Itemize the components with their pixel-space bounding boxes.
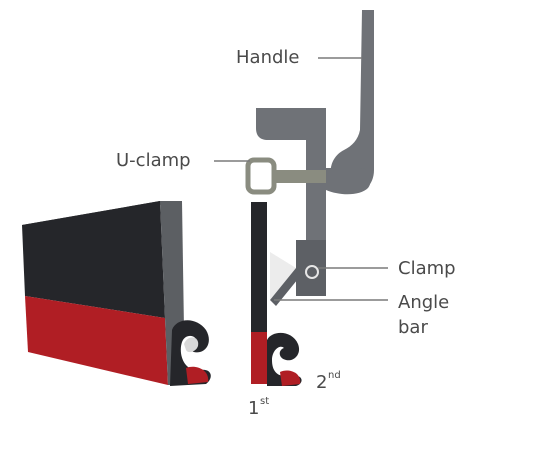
rubber-section-lip-red	[280, 370, 301, 386]
rubber-section-black	[251, 202, 267, 332]
rubber-section-lip	[267, 332, 302, 386]
label-u-clamp: U-clamp	[116, 150, 191, 171]
label-angle-bar-line2: bar	[398, 317, 428, 338]
label-handle: Handle	[236, 47, 299, 68]
handle	[330, 10, 374, 194]
rubber-blade-3d	[22, 201, 211, 386]
label-first: 1	[248, 398, 259, 419]
blade-lip-inner	[184, 337, 199, 353]
rubber-section-red	[251, 332, 267, 384]
label-angle-bar-line1: Angle	[398, 292, 449, 313]
clamp-pivot	[305, 265, 319, 279]
label-second: 2	[316, 372, 327, 393]
u-clamp	[245, 157, 277, 195]
clamp-knob	[326, 168, 371, 195]
angle-bar-edge	[270, 268, 302, 306]
blade-lip-red	[186, 366, 209, 384]
label-clamp: Clamp	[398, 258, 456, 279]
blade-lip-profile	[170, 320, 211, 386]
blade-black-face	[22, 201, 165, 318]
screw-shaft	[266, 170, 326, 183]
label-first-sup: st	[260, 396, 269, 407]
label-second-sup: nd	[328, 370, 341, 381]
angle-bar	[270, 252, 296, 300]
blade-red-face	[25, 296, 168, 385]
